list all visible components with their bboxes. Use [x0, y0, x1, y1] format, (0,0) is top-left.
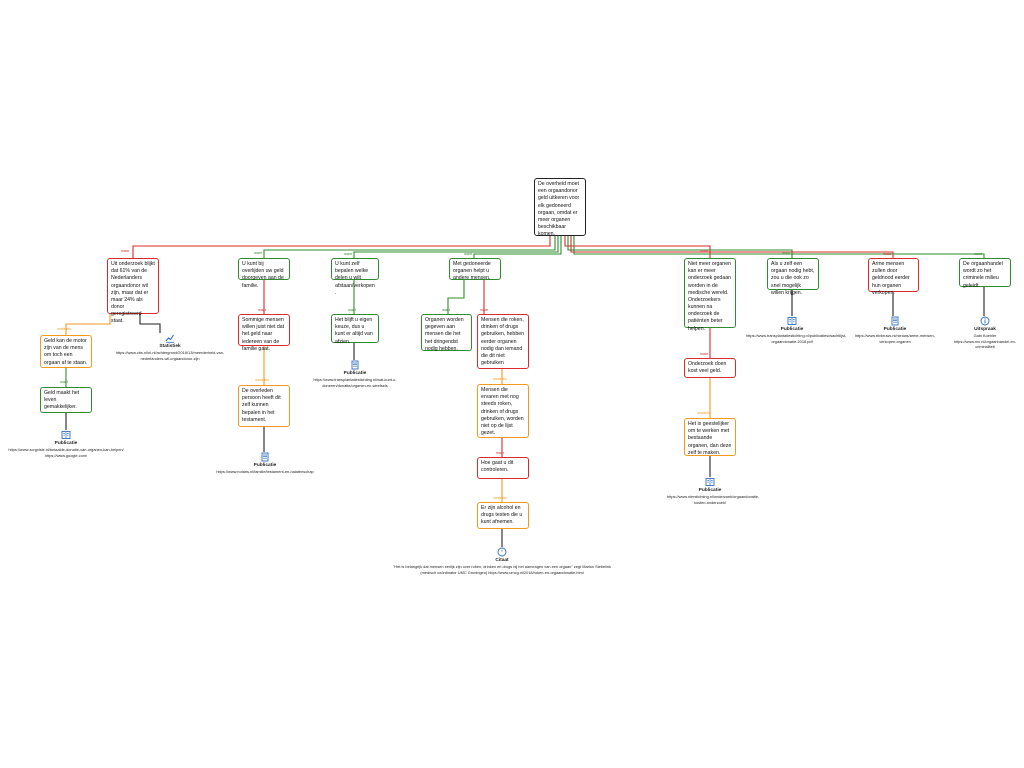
arg-label-n2a: maar: [257, 308, 267, 312]
arg-label-n4e: ondanks: [493, 496, 507, 500]
document-icon: [351, 360, 359, 370]
source-title: Uitspraak: [974, 327, 996, 332]
source-title: Citaat: [495, 558, 509, 563]
source-s8[interactable]: Publicatie https://www.rtlnieuws.nl/nieu…: [849, 316, 941, 344]
arg-label-n5a: maar: [699, 352, 709, 356]
connector-root-n6: [567, 236, 793, 258]
source-title: Statistiek: [159, 344, 181, 349]
source-s6[interactable]: Publicatie https://www.nierstichting.nl/…: [667, 477, 760, 505]
arg-label-n4c: ondanks: [493, 377, 507, 381]
argument-node-n3a[interactable]: Het blijft u eigen keuze, dus u kunt er …: [331, 314, 379, 345]
source-text: "Het is belangrijk dat mensen eerlijk zi…: [393, 564, 611, 575]
source-title: Publicatie: [343, 371, 367, 376]
argument-node-n4c[interactable]: Mensen die ervaren met nog steeds roken,…: [477, 384, 529, 438]
source-title: Publicatie: [698, 488, 722, 493]
argument-node-n1b[interactable]: Geld maakt het leven gemakkelijker.: [40, 387, 92, 413]
book-icon: [787, 317, 797, 325]
connector-root-n3: [353, 236, 559, 258]
arg-label-n4b: maar: [479, 308, 489, 312]
arg-label-n3a: want: [348, 308, 356, 312]
connector-root-n4: [473, 236, 562, 258]
argument-node-n5a[interactable]: Onderzoek doen kost veel geld.: [684, 358, 736, 378]
connector-n4-n4a: [447, 280, 465, 314]
argument-node-n4d[interactable]: Hoe gaat u dit controleren.: [477, 457, 529, 479]
argument-node-n5[interactable]: Niet meer organen kan er meer onderzoek …: [684, 258, 736, 332]
argument-node-n8[interactable]: De orgaanhandel wordt zo het criminele m…: [959, 258, 1011, 289]
connector-n1-n1a: [65, 314, 111, 335]
source-title: Publicatie: [253, 463, 277, 468]
connector-root-n8: [573, 236, 985, 258]
root-claim-node[interactable]: De overheid moet een orgaandonor geld ui…: [534, 178, 586, 237]
source-text: Gabi Koehler https://www.nrc.nl/orgaanha…: [953, 333, 1017, 349]
source-s4[interactable]: Publicatie https://www.transplantatiesti…: [300, 360, 410, 388]
source-s2[interactable]: Publicatie https://www.zorgvisie.nl/beta…: [3, 430, 129, 458]
arg-label-n6: want: [782, 251, 790, 255]
source-text: https://www.nierstichting.nl/onderzoek/o…: [667, 494, 760, 505]
svg-text:": ": [501, 550, 503, 556]
source-text: https://www.zorgvisie.nl/betaalde-donati…: [8, 447, 124, 458]
source-text: https://www.rtlnieuws.nl/nieuws/arme-men…: [854, 333, 935, 344]
arg-label-n7: maar: [882, 252, 892, 256]
argument-node-n5b[interactable]: Het is geestelijker om te werken met bes…: [684, 418, 736, 456]
source-text: https://www.cbs.nl/nl-nl/achtergrond/201…: [115, 350, 225, 361]
source-text: https://www.transplantatiestichting.nl/w…: [313, 377, 397, 388]
arg-label-n5b: ondanks: [697, 411, 711, 415]
arg-label-n1: maar: [120, 249, 130, 253]
arg-label-n4: want: [464, 252, 472, 256]
document-icon: [261, 452, 269, 462]
info-icon: [980, 316, 990, 326]
argument-node-n4[interactable]: Met gedoneerde organen helpt u andere me…: [449, 258, 501, 281]
argument-node-n2a[interactable]: Sommige mensen willen juist niet dat het…: [238, 314, 290, 352]
source-title: Publicatie: [780, 327, 804, 332]
source-s3[interactable]: Publicatie https://www.notaris.nl/famili…: [210, 452, 320, 475]
argument-node-n3[interactable]: U kunt zelf bepalen welke delen u wilt a…: [331, 258, 379, 296]
argument-node-n1[interactable]: Uit onderzoek blijkt dat 61% van de Nede…: [107, 258, 159, 324]
connector-root-n5: [564, 236, 711, 258]
source-s9[interactable]: Uitspraak Gabi Koehler https://www.nrc.n…: [947, 316, 1023, 349]
arg-label-n3: want: [344, 252, 352, 256]
source-s7[interactable]: Publicatie https://www.transplantatiesti…: [746, 316, 847, 344]
arg-label-n8: want: [974, 252, 982, 256]
arg-label-n1b: want: [60, 380, 68, 384]
argument-node-n6[interactable]: Als u zelf een orgaan nodig hebt, zou u …: [767, 258, 819, 296]
argument-node-n2b[interactable]: De overleden persoon heeft dit zelf kunn…: [238, 385, 290, 427]
argument-node-n4b[interactable]: Mensen die roken, drinken of drugs gebru…: [477, 314, 529, 369]
argument-node-n2[interactable]: U kunt bij overlijden uw geld doorgeven …: [238, 258, 290, 289]
source-s1[interactable]: Statistiek https://www.cbs.nl/nl-nl/acht…: [110, 333, 230, 361]
argument-node-n4e[interactable]: Er zijn alcohol en drugs testen die u ku…: [477, 502, 529, 529]
source-text: https://www.transplantatiestichting.nl/p…: [746, 333, 847, 344]
argument-node-n7[interactable]: Arme mensen zullen door geldnood eerder …: [868, 258, 919, 296]
arg-label-n1a: ondanks: [57, 327, 71, 331]
connector-root-n7: [570, 236, 894, 258]
source-title: Publicatie: [883, 327, 907, 332]
connector-root-n2: [263, 236, 556, 258]
argument-node-n1a[interactable]: Geld kan de motor zijn van de mens om to…: [40, 335, 92, 368]
arg-label-n4d: maar: [495, 451, 505, 455]
arg-label-n2b: ondanks: [255, 378, 269, 382]
source-s5[interactable]: " Citaat "Het is belangrijk dat mensen e…: [392, 547, 612, 575]
quote-icon: ": [497, 547, 507, 557]
source-text: https://www.notaris.nl/familie/testament…: [216, 469, 314, 475]
book-icon: [61, 431, 71, 439]
connector-n1-s1: [139, 314, 161, 333]
book-icon: [705, 478, 715, 486]
arg-label-n2: want: [254, 251, 262, 255]
statistics-icon: [165, 334, 174, 343]
document-icon: [891, 316, 899, 326]
argument-node-n4a[interactable]: Organen worden gegeven aan mensen die he…: [421, 314, 472, 352]
connector-root-n1: [132, 236, 551, 258]
arg-label-n5: maar: [699, 249, 709, 253]
source-title: Publicatie: [54, 441, 78, 446]
arg-label-n4a: want: [442, 308, 450, 312]
